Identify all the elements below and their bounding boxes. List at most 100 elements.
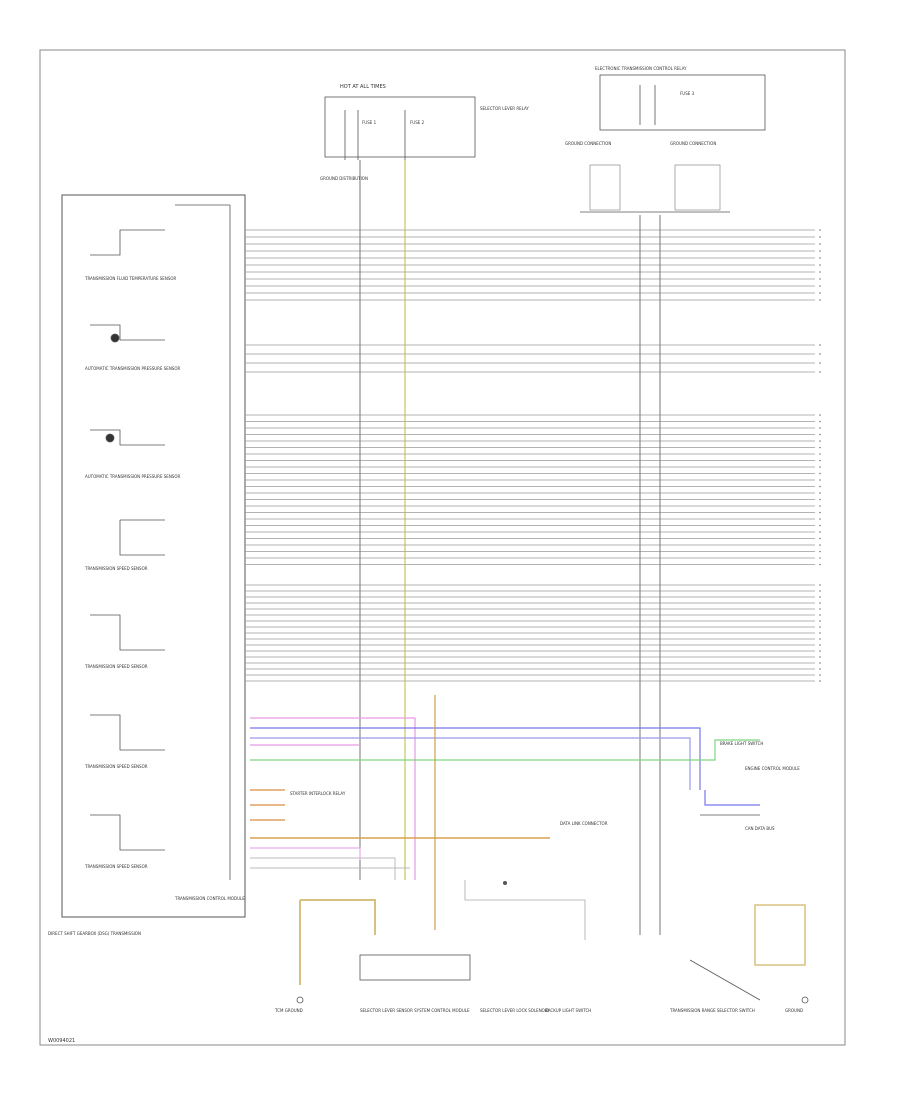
- label-bottom-2: SELECTOR LEVER SENSOR SYSTEM CONTROL MOD…: [360, 1008, 470, 1013]
- ground-symbol-right: [801, 996, 809, 1004]
- connector-top-b: [674, 164, 721, 211]
- wire-terminal: [819, 420, 821, 423]
- label-right-1: ENGINE CONTROL MODULE: [745, 766, 800, 771]
- sensor-symbol-6: [90, 714, 165, 751]
- wire-terminal: [819, 550, 821, 553]
- wire-terminal: [819, 371, 821, 373]
- wire-terminal: [819, 537, 821, 540]
- wire-terminal: [819, 264, 821, 266]
- sensor-symbol-5: [90, 614, 165, 651]
- sensor-symbol-7: [90, 814, 165, 851]
- wire-pink-c: [250, 847, 361, 860]
- wire-terminal: [819, 620, 821, 622]
- label-fuse-3: FUSE 3: [680, 91, 695, 96]
- label-starter-interlock: STARTER INTERLOCK RELAY: [290, 791, 346, 796]
- label-dlc: DATA LINK CONNECTOR: [560, 821, 608, 826]
- wire-terminal: [819, 229, 821, 231]
- wire-terminal: [819, 257, 821, 259]
- wire-terminal: [819, 656, 821, 658]
- sensor-dot-3: [105, 433, 115, 443]
- wire-terminal: [819, 614, 821, 616]
- wire-terminal: [819, 485, 821, 488]
- wire-terminal: [819, 638, 821, 640]
- label-ground-dist: GROUND DISTRIBUTION: [320, 176, 368, 181]
- wire-terminal: [819, 292, 821, 294]
- wire-terminal: [819, 626, 821, 628]
- label-right-3: BRAKE LIGHT SWITCH: [720, 741, 763, 746]
- sensor-dot-2: [110, 333, 120, 343]
- label-relay-right: ELECTRONIC TRANSMISSION CONTROL RELAY: [595, 66, 687, 71]
- wire-blue-a: [250, 727, 701, 790]
- wire-terminal: [819, 524, 821, 527]
- wire-terminal: [819, 557, 821, 559]
- wire-gray-bottom: [464, 880, 586, 940]
- outer-frame: [39, 49, 846, 1046]
- wire-blue-c: [704, 790, 760, 806]
- relay-box-left: [324, 96, 476, 158]
- range-switch-line: [689, 959, 761, 1001]
- wire-terminal: [819, 440, 821, 442]
- wire-terminal: [819, 531, 821, 533]
- label-gearbox: DIRECT SHIFT GEARBOX (DSG) TRANSMISSION: [48, 931, 141, 936]
- wire-terminal: [819, 472, 821, 475]
- label-hot-all-times: HOT AT ALL TIMES: [340, 84, 386, 90]
- wire-terminal: [819, 662, 821, 664]
- wire-terminal: [819, 584, 821, 586]
- wire-blue-b: [250, 737, 691, 790]
- sensor-symbols: [90, 229, 165, 851]
- wire-terminal: [819, 459, 821, 462]
- wire-terminal: [819, 563, 821, 566]
- wire-terminal: [819, 511, 821, 514]
- wire-terminal: [819, 674, 821, 676]
- wire-terminal: [819, 446, 821, 449]
- label-bottom-6: GROUND: [785, 1008, 803, 1013]
- label-right-2: CAN DATA BUS: [745, 826, 775, 831]
- label-gnd-mid-a: GROUND CONNECTION: [565, 141, 611, 146]
- wire-terminal: [819, 414, 821, 416]
- wire-pink-a: [250, 717, 416, 880]
- wire-terminal: [819, 650, 821, 652]
- relay-box-right: [599, 74, 766, 131]
- ground-symbol-left: [296, 996, 304, 1004]
- wire-terminal: [819, 492, 821, 494]
- wire-terminal: [819, 236, 821, 238]
- connector-top-a: [589, 164, 621, 211]
- sensor-symbol-1: [90, 229, 165, 256]
- label-sensor-7: TRANSMISSION SPEED SENSOR: [84, 864, 148, 869]
- wire-terminal: [819, 602, 821, 604]
- wire-terminal: [819, 285, 821, 287]
- wire-terminal: [819, 427, 821, 429]
- wire-terminal: [819, 250, 821, 252]
- wire-ground-right: [754, 904, 806, 966]
- label-sensor-5: TRANSMISSION SPEED SENSOR: [84, 664, 148, 669]
- label-relay-left: SELECTOR LEVER RELAY: [480, 106, 529, 111]
- wire-terminal: [819, 590, 821, 592]
- label-gnd-mid-b: GROUND CONNECTION: [670, 141, 716, 146]
- selector-lever-connector: [359, 954, 471, 981]
- label-bottom-4: BACKUP LIGHT SWITCH: [545, 1008, 591, 1013]
- sensor-symbol-2: [90, 324, 165, 341]
- transmission-module-box: [61, 194, 246, 918]
- label-gnd-left: TCM GROUND: [274, 1008, 303, 1013]
- wire-terminal: [819, 433, 821, 436]
- label-sensor-1: TRANSMISSION FLUID TEMPERATURE SENSOR: [84, 276, 177, 281]
- wire-gray-b: [250, 857, 396, 880]
- wire-group: [245, 229, 821, 682]
- label-sensor-3: AUTOMATIC TRANSMISSION PRESSURE SENSOR: [85, 474, 180, 479]
- wire-terminal: [819, 518, 821, 520]
- wire-terminal: [819, 632, 821, 634]
- wire-terminal: [819, 644, 821, 646]
- label-module: TRANSMISSION CONTROL MODULE: [174, 896, 245, 901]
- wire-terminal: [819, 680, 821, 682]
- label-bottom-3: SELECTOR LEVER LOCK SOLENOID: [480, 1008, 549, 1013]
- label-fuse-1: FUSE 1: [362, 120, 377, 125]
- wire-terminal: [819, 544, 821, 546]
- sensor-symbol-4: [119, 519, 165, 556]
- page-reference: W0094021: [48, 1038, 75, 1044]
- wire-terminal: [819, 278, 821, 280]
- wire-terminal: [819, 498, 821, 501]
- wire-terminal: [819, 466, 821, 468]
- label-bottom-5: TRANSMISSION RANGE SELECTOR SWITCH: [669, 1008, 755, 1013]
- splice-dot: [503, 881, 507, 885]
